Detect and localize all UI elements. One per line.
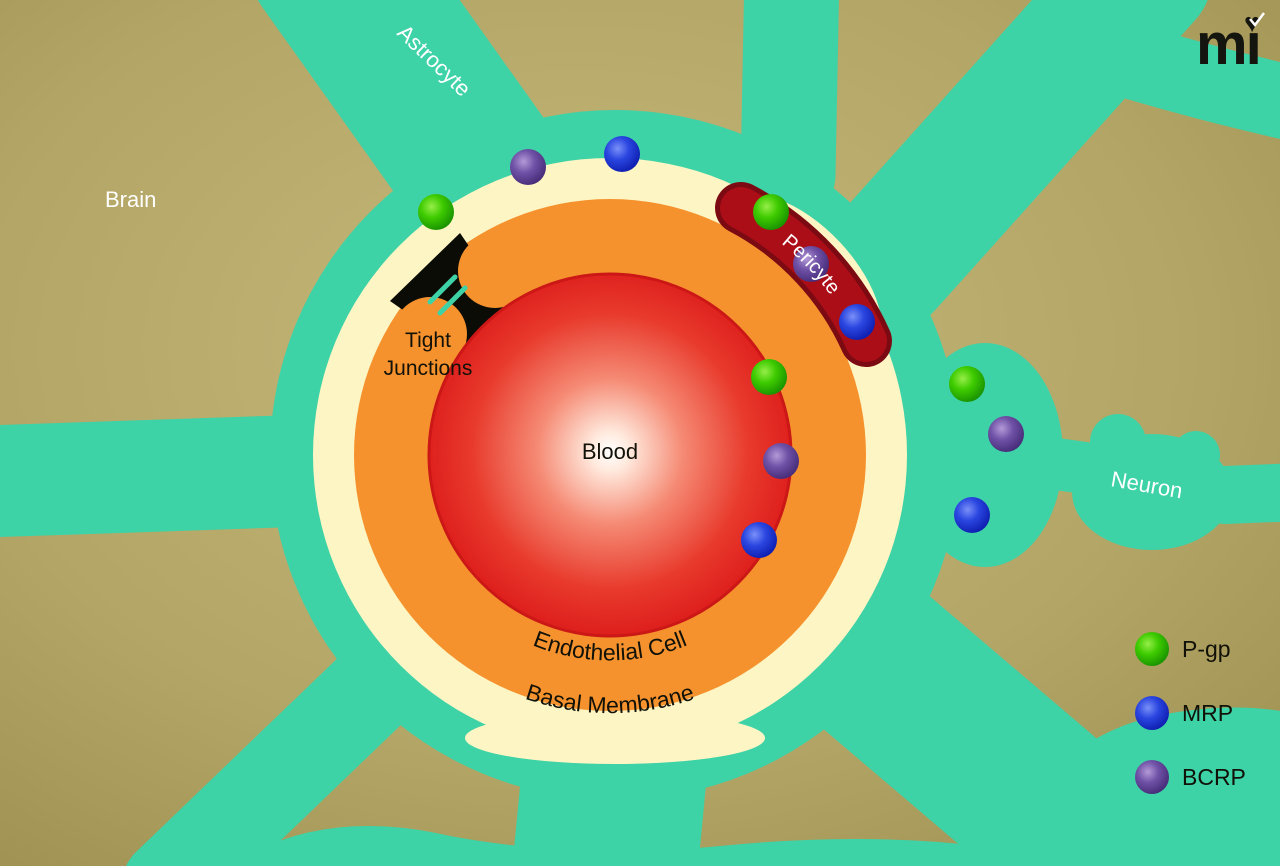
label-tight-line2: Junctions [384,357,473,380]
tight-junction-strand-1 [437,285,468,316]
pgp-transporter-marker [751,359,787,395]
astrocyte-process-left [0,414,381,538]
pgp-transporter-marker [418,194,454,230]
astrocyte-process-bottomleft [126,616,446,866]
astrocyte-process-neuron-neck [894,419,1111,494]
astrocyte-process-right-branch [1072,17,1280,139]
endothelial-lobe-upper [458,234,532,308]
legend-pgp-label: P-gp [1182,636,1231,662]
neuron-bump-2 [1172,431,1220,479]
label-brain: Brain [105,187,156,212]
mrp-transporter-marker [954,497,990,533]
neuron-axon [1196,463,1280,524]
pgp-transporter-marker [753,194,789,230]
mrp-transporter-marker [741,522,777,558]
pgp-transporter-marker [949,366,985,402]
neuron-cell [1072,414,1280,550]
astrocyte-process-top [740,0,839,223]
bcrp-transporter-marker [510,149,546,185]
bcrp-transporter-marker [763,443,799,479]
label-tight-line1: Tight [405,329,451,352]
tight-junction-strand-2 [427,274,458,305]
legend-pgp-marker [1135,632,1169,666]
journal-logo: mı ♥ [1196,8,1265,77]
logo-letters: mı [1196,12,1260,77]
endothelial-lobe-lower [393,297,467,371]
basal-membrane-bulge-bottom [465,712,765,764]
legend: P-gp MRP BCRP [1135,632,1246,794]
label-blood: Blood [582,439,638,464]
mrp-transporter-marker [604,136,640,172]
transporter-markers [418,136,1024,558]
neuron-bump-1 [1090,414,1146,470]
legend-bcrp-marker [1135,760,1169,794]
tight-junction-strands [427,274,468,316]
mrp-transporter-marker [839,304,875,340]
legend-bcrp-label: BCRP [1182,764,1246,790]
logo-check-icon [1249,12,1265,28]
astrocyte-process-bottom [512,672,708,866]
legend-mrp-marker [1135,696,1169,730]
bcrp-transporter-marker [988,416,1024,452]
legend-mrp-label: MRP [1182,700,1233,726]
bcrp-transporter-marker [793,246,829,282]
